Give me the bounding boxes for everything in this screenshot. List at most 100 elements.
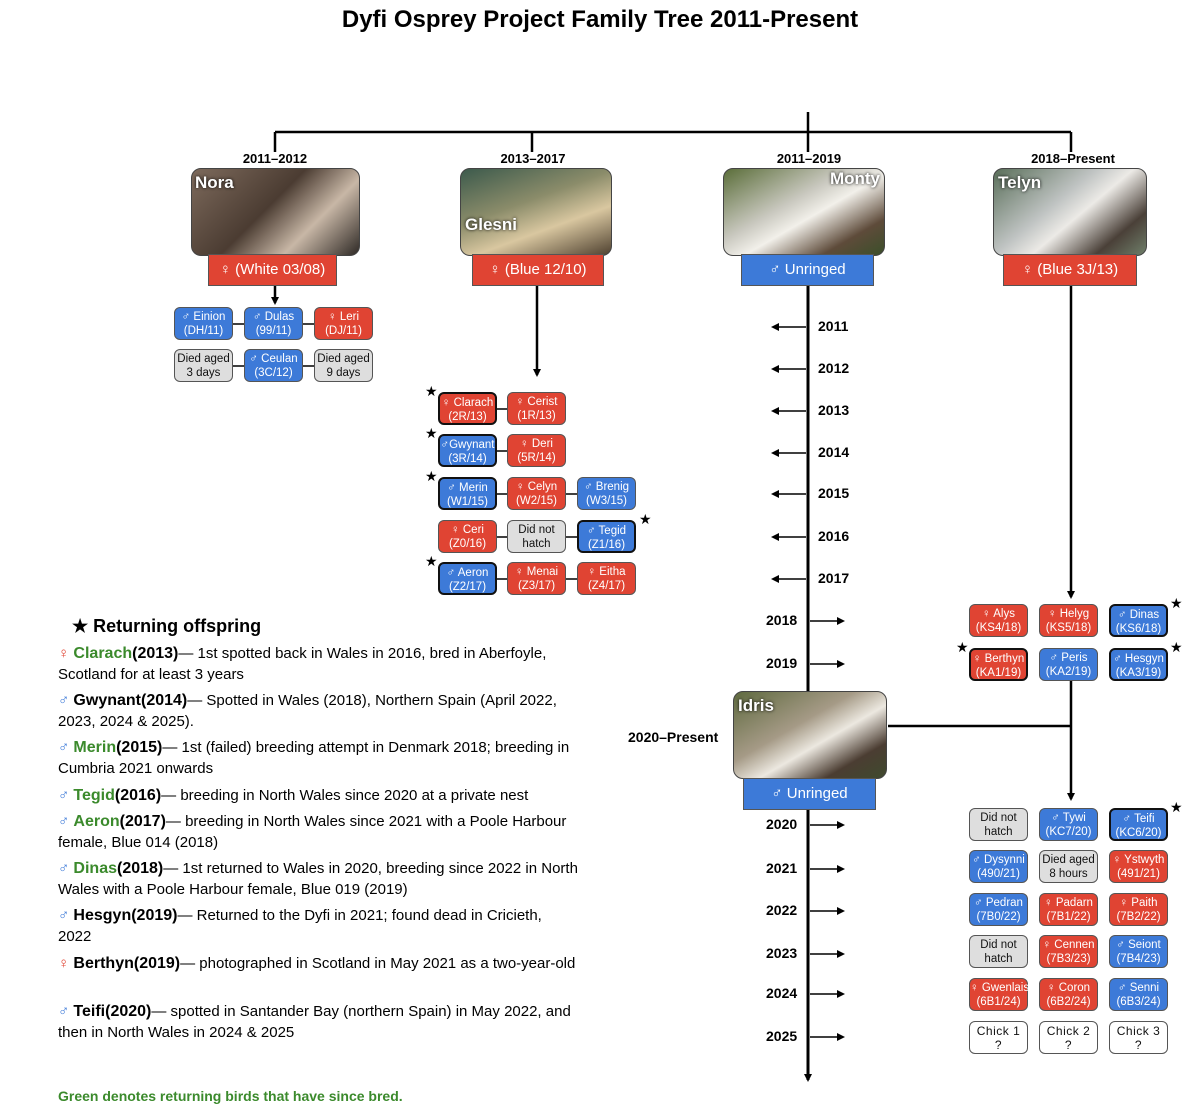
male-symbol-icon: ♂	[58, 907, 74, 924]
timeline-year-label: 2012	[818, 360, 850, 376]
returning-star-icon: ★	[1170, 799, 1183, 815]
chick-box: ♂ Merin (W1/15)	[438, 477, 497, 510]
chick-name: Died aged	[177, 353, 230, 365]
chick-box: ♂ Dinas(KS6/18)	[1109, 604, 1168, 637]
chick-ring: (3C/12)	[254, 367, 293, 379]
returning-bird-year: (2019)	[131, 907, 178, 924]
chick-box: Chick 1?	[969, 1021, 1028, 1054]
chick-name: ♀ Paith	[1119, 897, 1158, 909]
osprey-photo-idris: Idris	[733, 691, 887, 779]
returning-bird-year: (2016)	[114, 787, 162, 804]
osprey-photo-nora: Nora	[191, 168, 360, 256]
chick-name: Chick 3	[1116, 1024, 1161, 1038]
chick-ring: (W2/15)	[516, 495, 557, 507]
chick-name: ♀ Ystwyth	[1112, 854, 1165, 866]
chick-ring: (6B3/24)	[1116, 996, 1161, 1008]
ring-label-nora: ♀ (White 03/08)	[208, 254, 337, 286]
returning-bird-name: Tegid	[73, 787, 115, 804]
returning-bird-year: (2018)	[117, 860, 164, 877]
chick-name: Did not	[980, 812, 1017, 824]
chick-box: ♂ Dulas(99/11)	[244, 307, 303, 340]
returning-star-icon: ★	[1170, 595, 1183, 611]
chick-ring: ?	[1064, 1038, 1073, 1052]
chick-name: ♂ Dysynni	[972, 854, 1025, 866]
chick-ring: (2R/13)	[448, 411, 487, 423]
male-symbol-icon: ♂	[58, 739, 74, 756]
chick-ring: (7B2/22)	[1116, 911, 1161, 923]
chick-name: ♂ Teifi	[1122, 813, 1155, 825]
chick-box: ♂ Brenig(W3/15)	[577, 477, 636, 510]
timeline-year-label: 2013	[818, 402, 850, 418]
returning-star-icon: ★	[425, 468, 438, 484]
osprey-photo-telyn: Telyn	[993, 168, 1147, 256]
footer-note: Green denotes returning birds that have …	[58, 1088, 403, 1104]
photo-label-glesni: Glesni	[465, 215, 517, 234]
chick-box: Chick 2?	[1039, 1021, 1098, 1054]
chick-box: ♂ Senni (6B3/24)	[1109, 978, 1168, 1011]
returning-bird-note: — breeding in North Wales since 2021 wit…	[58, 813, 567, 851]
chick-name: ♂ Hesgyn	[1113, 653, 1164, 665]
chick-name: ♂ Pedran	[974, 897, 1023, 909]
chick-ring: (Z4/17)	[587, 580, 626, 592]
chick-ring: (1R/13)	[517, 410, 556, 422]
chick-name: ♂ Tywi	[1051, 812, 1086, 824]
chick-ring: (Z3/17)	[517, 580, 556, 592]
osprey-photo-monty: Monty	[723, 168, 885, 256]
chick-box: ♀ Ceri(Z0/16)	[438, 520, 497, 553]
chick-name: ♀ Helyg	[1047, 608, 1090, 620]
osprey-photo-glesni: Glesni	[460, 168, 612, 256]
chick-ring: (KS4/18)	[975, 622, 1022, 634]
chick-name: ♂ Brenig	[583, 481, 630, 493]
male-symbol-icon: ♂	[58, 860, 74, 877]
chick-ring: (KA3/19)	[1115, 667, 1162, 679]
chick-box: ♂ Dysynni(490/21)	[969, 850, 1028, 883]
era-label-idris: 2020–Present	[628, 729, 719, 745]
page-title: Dyfi Osprey Project Family Tree 2011-Pre…	[341, 6, 859, 33]
legend-entry: ♂ Merin(2015)— 1st (failed) breeding att…	[58, 737, 578, 779]
chick-box: ♂ Einion(DH/11)	[174, 307, 233, 340]
chick-name: Chick 1	[976, 1024, 1021, 1038]
returning-star-icon: ★	[1170, 639, 1183, 655]
chick-box: ♀ Coron(6B2/24)	[1039, 978, 1098, 1011]
chick-name: ♀ Ceri	[451, 524, 484, 536]
male-symbol-icon: ♂	[58, 692, 74, 709]
chick-ring: (KA1/19)	[975, 667, 1022, 679]
chick-box: ♀ Eitha(Z4/17)	[577, 562, 636, 595]
returning-bird-name: Gwynant	[73, 692, 141, 709]
chick-box: ♂ Peris(KA2/19)	[1039, 648, 1098, 681]
timeline-year-label: 2023	[766, 945, 798, 961]
chick-ring: (DJ/11)	[325, 325, 362, 337]
chick-box: Chick 3?	[1109, 1021, 1168, 1054]
chick-name: ♀ Leri	[328, 311, 359, 323]
legend-title: ★ Returning offspring	[72, 616, 262, 636]
chick-name: ♂ Ceulan	[249, 353, 298, 365]
chick-ring: (KC6/20)	[1115, 827, 1162, 839]
chick-ring: (KC7/20)	[1045, 826, 1092, 838]
chick-ring: (7B3/23)	[1046, 953, 1091, 965]
chick-name: Died aged	[1042, 854, 1095, 866]
returning-bird-name: Dinas	[73, 860, 117, 877]
chick-box: ♀ Ystwyth(491/21)	[1109, 850, 1168, 883]
chick-name: ♂ Senni	[1117, 982, 1160, 994]
returning-star-icon: ★	[425, 383, 438, 399]
chick-ring: (KS6/18)	[1115, 623, 1162, 635]
chick-name: ♂ Aeron	[446, 567, 489, 579]
legend-entry: ♀ Clarach(2013)— 1st spotted back in Wal…	[58, 643, 578, 685]
chick-name: ♂ Peris	[1049, 652, 1088, 664]
legend-entry: ♂ Gwynant(2014)— Spotted in Wales (2018)…	[58, 690, 578, 732]
chick-name: ♂ Dulas	[252, 311, 295, 323]
chick-name: ♀ Berthyn	[972, 653, 1025, 665]
chick-name: Chick 2	[1046, 1024, 1091, 1038]
chick-box: ♂ Seiont(7B4/23)	[1109, 935, 1168, 968]
chick-name: ♂ Merin	[447, 482, 488, 494]
chick-box: ♀ Cerist(1R/13)	[507, 392, 566, 425]
chick-ring: 9 days	[326, 367, 361, 379]
chick-ring: (3R/14)	[448, 453, 487, 465]
chick-ring: (W1/15)	[447, 496, 488, 508]
chick-box: ♂ Ceulan (3C/12)	[244, 349, 303, 382]
ring-label-telyn: ♀ (Blue 3J/13)	[1003, 254, 1137, 286]
timeline-year-label: 2015	[818, 485, 850, 501]
